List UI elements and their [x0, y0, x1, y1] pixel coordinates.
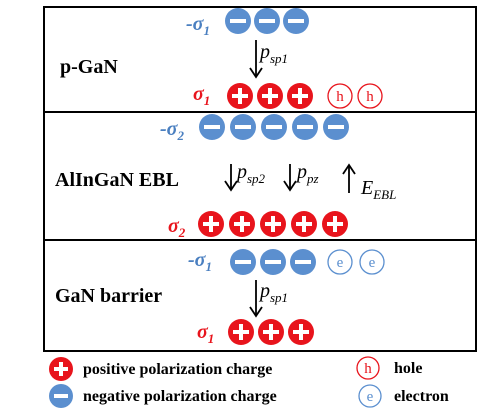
positive-charge-icon-ebl	[198, 211, 224, 237]
legend-electron-label: electron	[394, 388, 449, 405]
arrow-psp2-ebl	[224, 164, 238, 192]
sigma-bottom-p-gan: σ1	[193, 83, 210, 108]
positive-charge-icon-p-gan	[287, 83, 313, 109]
negative-charge-icon-ebl	[261, 114, 287, 140]
positive-charge-icon-ebl	[322, 211, 348, 237]
arrow-psp1-p-gan	[249, 40, 263, 79]
positive-charge-icon-gan-barrier	[258, 319, 284, 345]
svg-text:e: e	[337, 255, 344, 271]
negative-charge-icon-ebl	[230, 114, 256, 140]
legend-positive-label: positive polarization charge	[83, 361, 272, 378]
svg-text:h: h	[366, 89, 374, 105]
sigma-top-p-gan: -σ1	[186, 13, 210, 38]
label-eebl-ebl: EEBL	[360, 177, 396, 202]
negative-charge-icon-ebl	[323, 114, 349, 140]
positive-charge-icon-ebl	[291, 211, 317, 237]
arrow-ppz-ebl	[283, 164, 297, 192]
negative-charge-icon-ebl	[292, 114, 318, 140]
negative-charge-icon-gan-barrier	[230, 249, 256, 275]
negative-charge-icon-p-gan	[225, 8, 251, 34]
positive-charge-icon-ebl	[229, 211, 255, 237]
positive-charge-icon-gan-barrier	[228, 319, 254, 345]
svg-text:h: h	[364, 361, 372, 377]
legend-negative-charge-icon	[49, 384, 73, 408]
positive-charge-icon-p-gan	[227, 83, 253, 109]
electron-icon-gan-barrier: e	[327, 249, 353, 275]
legend: positive polarization charge negative po…	[49, 356, 449, 408]
svg-text:e: e	[369, 255, 376, 271]
label-psp1-p-gan: psp1	[258, 41, 288, 66]
sigma-bottom-gan-barrier: σ1	[197, 321, 214, 346]
negative-charge-icon-ebl	[199, 114, 225, 140]
legend-positive-charge-icon	[49, 357, 73, 381]
svg-text:h: h	[336, 89, 344, 105]
arrow-psp1-gan-barrier	[249, 280, 263, 318]
legend-hole-label: hole	[394, 360, 422, 377]
negative-charge-icon-p-gan	[283, 8, 309, 34]
svg-text:e: e	[367, 389, 374, 405]
layer-label-p-gan: p-GaN	[60, 56, 118, 78]
hole-icon-p-gan: h	[357, 83, 383, 109]
layer-label-ebl: AlInGaN EBL	[55, 169, 179, 191]
negative-charge-icon-gan-barrier	[260, 249, 286, 275]
negative-charge-icon-p-gan	[254, 8, 280, 34]
label-ppz-ebl: ppz	[295, 161, 319, 186]
label-psp2-ebl: psp2	[235, 161, 266, 186]
arrow-eebl-ebl	[342, 163, 356, 193]
layer-label-gan-barrier: GaN barrier	[55, 285, 162, 307]
legend-electron-icon: e	[358, 384, 382, 408]
charges-layer: h h e e	[198, 8, 385, 345]
sigma-top-ebl: -σ2	[160, 118, 184, 143]
positive-charge-icon-p-gan	[257, 83, 283, 109]
sigma-bottom-ebl: σ2	[168, 215, 186, 240]
electron-icon-gan-barrier: e	[359, 249, 385, 275]
label-psp1-gan-barrier: psp1	[258, 280, 288, 305]
legend-negative-label: negative polarization charge	[83, 388, 277, 405]
positive-charge-icon-ebl	[260, 211, 286, 237]
positive-charge-icon-gan-barrier	[288, 319, 314, 345]
legend-hole-icon: h	[356, 356, 380, 380]
negative-charge-icon-gan-barrier	[290, 249, 316, 275]
gan-barrier-box	[43, 239, 477, 352]
hole-icon-p-gan: h	[327, 83, 353, 109]
sigma-top-gan-barrier: -σ1	[188, 249, 212, 274]
